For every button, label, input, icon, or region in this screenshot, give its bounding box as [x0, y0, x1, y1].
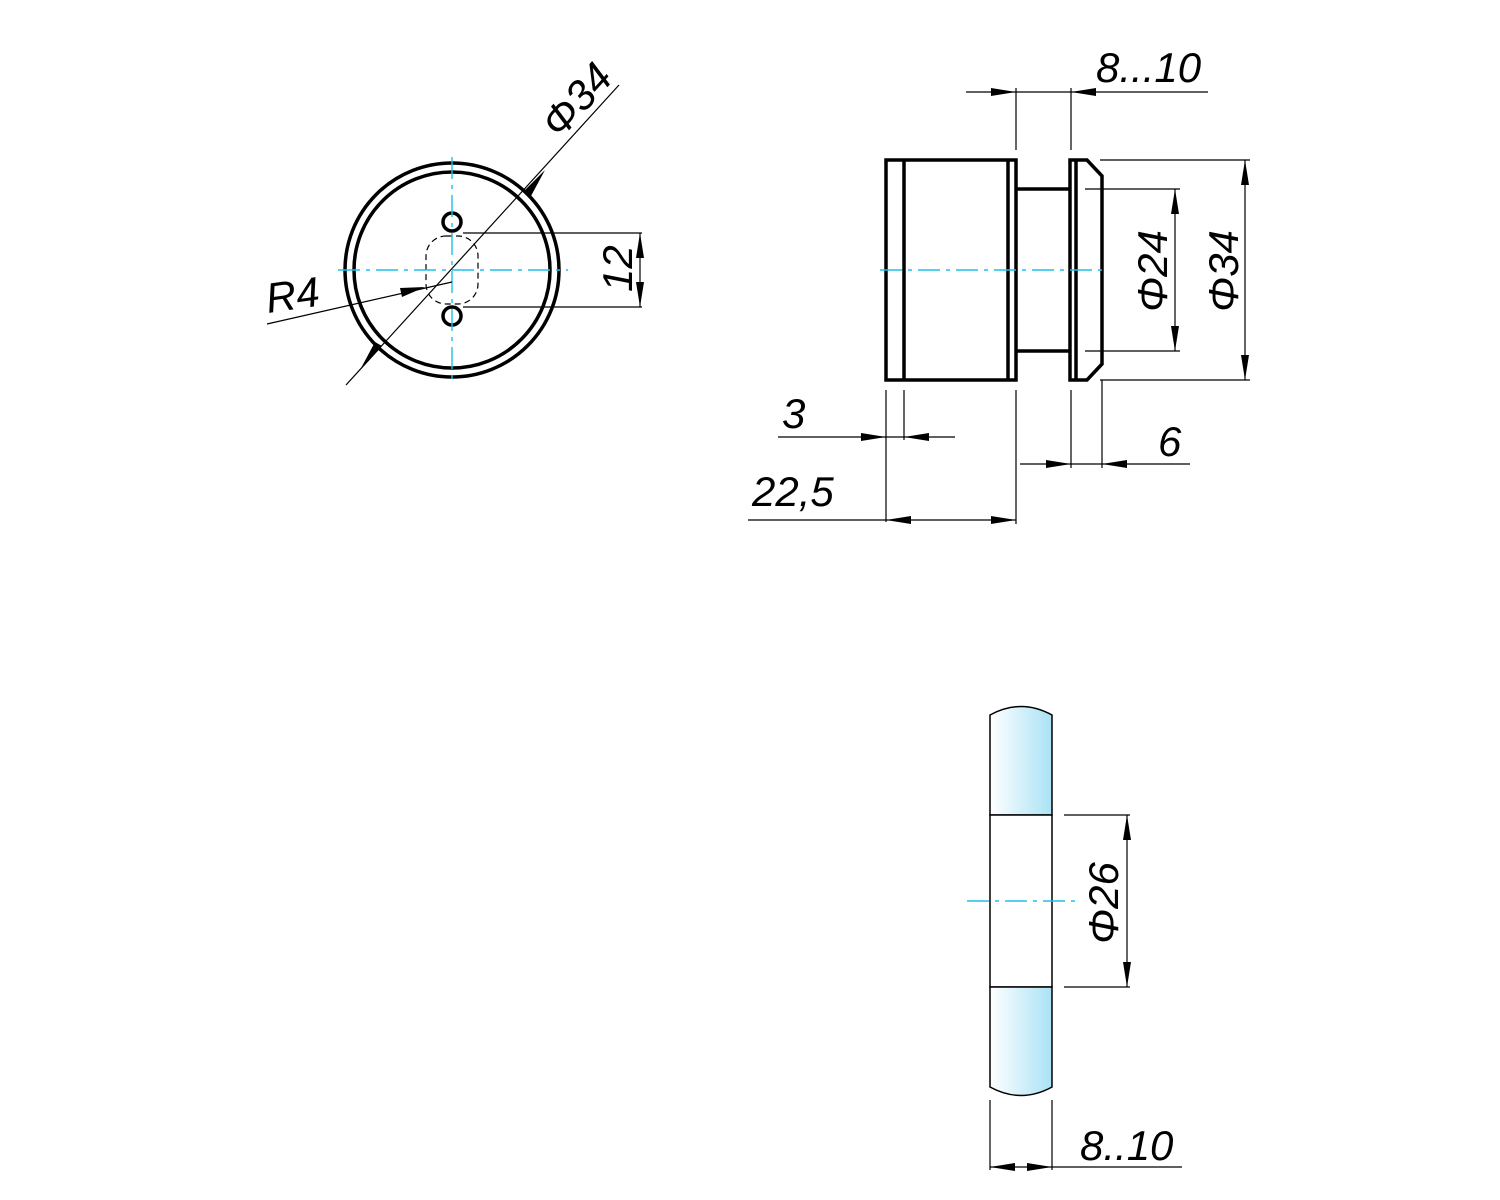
glass-thickness-label-bottom: 8..10 — [1080, 1122, 1174, 1169]
arrowhead — [1171, 326, 1179, 351]
glass-thickness-label-top: 8...10 — [1096, 44, 1202, 91]
inner-diameter-label: Φ24 — [1129, 230, 1176, 312]
arrowhead — [636, 282, 644, 307]
arrowhead — [1241, 355, 1249, 380]
hole-diameter-label: Φ26 — [1080, 861, 1127, 944]
glass-section-view: Φ26 8..10 — [967, 705, 1182, 1171]
arrowhead — [991, 516, 1016, 524]
radius-leader — [266, 281, 453, 325]
arrowhead — [904, 433, 929, 441]
cap-offset-label: 3 — [782, 390, 805, 437]
arrowhead — [1241, 160, 1249, 185]
arrowhead — [1123, 815, 1131, 840]
diameter-leader — [345, 84, 620, 386]
arrowhead — [990, 1163, 1015, 1171]
flange-width-label: 6 — [1158, 418, 1182, 465]
arrowhead — [636, 233, 644, 258]
arrowhead — [400, 287, 425, 297]
front-view: Φ34 R4 12 — [263, 54, 644, 386]
front-diameter-label: Φ34 — [532, 54, 622, 146]
outer-diameter-label: Φ34 — [1200, 230, 1247, 312]
radius-label: R4 — [263, 268, 323, 322]
arrowhead — [1027, 1163, 1052, 1171]
glass-lower — [989, 986, 1053, 1097]
arrowhead — [523, 170, 545, 196]
arrowhead — [360, 342, 382, 370]
arrowhead — [1071, 88, 1096, 96]
body-length-label: 22,5 — [751, 468, 834, 515]
arrowhead — [1171, 189, 1179, 214]
arrowhead — [1123, 962, 1131, 987]
side-view: 8...10 Φ24 Φ34 3 22,5 6 — [748, 44, 1250, 524]
arrowhead — [861, 433, 886, 441]
arrowhead — [1102, 460, 1127, 468]
arrowhead — [1046, 460, 1071, 468]
glass-upper — [989, 705, 1053, 816]
hole-spacing-label: 12 — [594, 245, 641, 292]
arrowhead — [886, 516, 911, 524]
arrowhead — [991, 88, 1016, 96]
flange — [1068, 158, 1104, 382]
